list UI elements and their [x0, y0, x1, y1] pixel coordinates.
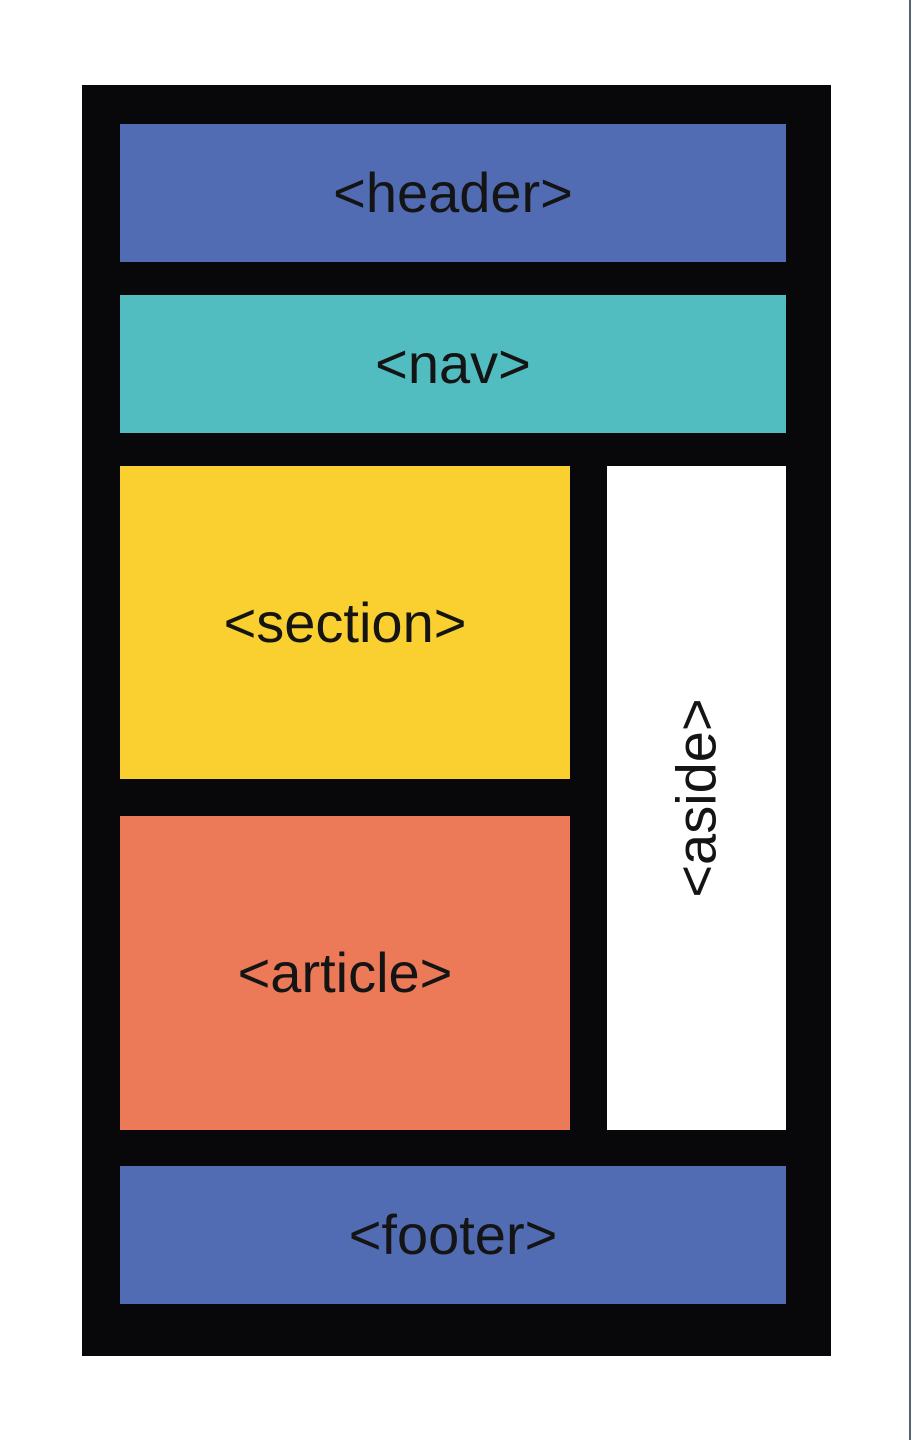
nav-tag-label: <nav>	[375, 332, 531, 395]
nav-block: <nav>	[120, 295, 786, 433]
screen-right-edge-line	[909, 0, 911, 1440]
aside-block: <aside>	[607, 466, 786, 1130]
section-tag-label: <section>	[223, 590, 467, 654]
section-block: <section>	[120, 466, 570, 779]
footer-tag-label: <footer>	[348, 1203, 558, 1266]
footer-block: <footer>	[120, 1166, 786, 1304]
body-frame: <header> <nav> <section> <aside> <articl…	[82, 85, 831, 1356]
article-tag-label: <article>	[237, 941, 453, 1004]
aside-tag-label: <aside>	[664, 698, 728, 898]
header-tag-label: <header>	[333, 161, 573, 224]
article-block: <article>	[120, 816, 570, 1130]
header-block: <header>	[120, 124, 786, 262]
